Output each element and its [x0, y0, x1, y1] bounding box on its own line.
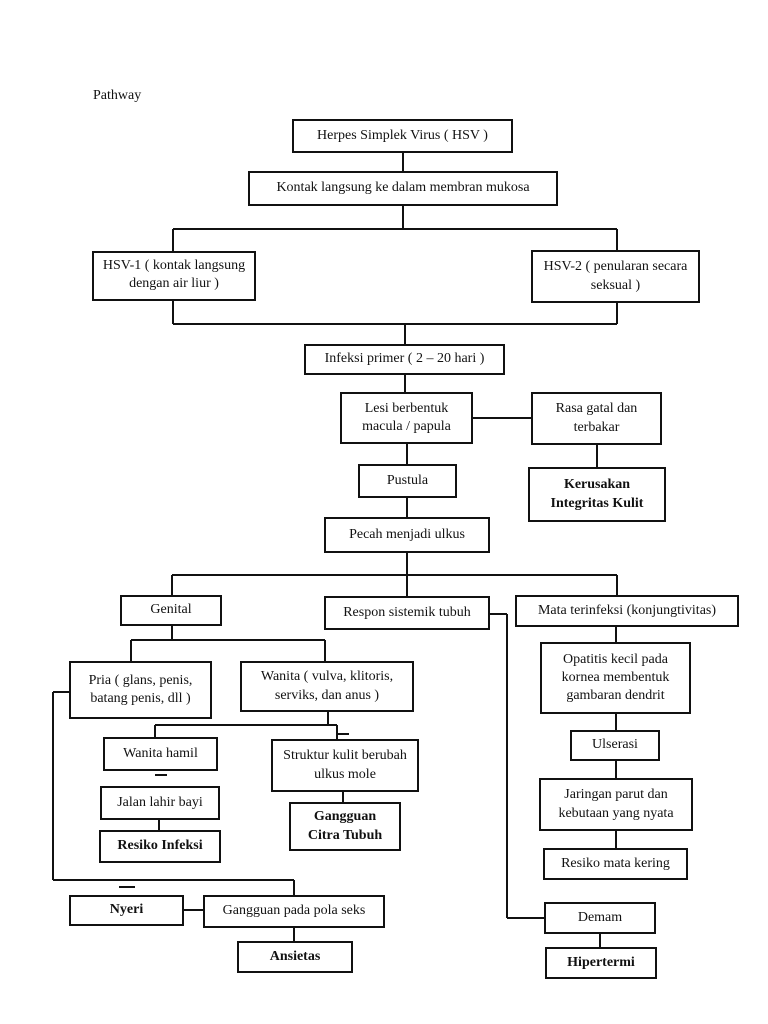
node-demam: Demam: [544, 902, 656, 934]
node-hsv-1: HSV-1 ( kontak langsung dengan air liur …: [92, 251, 256, 301]
node-lesi: Lesi berbentuk macula / papula: [340, 392, 473, 444]
node-infeksi-primer: Infeksi primer ( 2 – 20 hari ): [304, 344, 505, 375]
node-resiko-mata-kering: Resiko mata kering: [543, 848, 688, 880]
node-kontak-langsung: Kontak langsung ke dalam membran mukosa: [248, 171, 558, 206]
page-title: Pathway: [93, 88, 142, 103]
node-genital: Genital: [120, 595, 222, 626]
node-gangguan-pola-seks: Gangguan pada pola seks: [203, 895, 385, 928]
node-pria: Pria ( glans, penis, batang penis, dll ): [69, 661, 212, 719]
node-respon-sistemik: Respon sistemik tubuh: [324, 596, 490, 630]
node-hsv-2: HSV-2 ( penularan secara seksual ): [531, 250, 700, 303]
node-pecah-ulkus: Pecah menjadi ulkus: [324, 517, 490, 553]
node-ulserasi: Ulserasi: [570, 730, 660, 761]
node-hipertermi: Hipertermi: [545, 947, 657, 979]
node-wanita-hamil: Wanita hamil: [103, 737, 218, 771]
node-gangguan-citra-tubuh: Gangguan Citra Tubuh: [289, 802, 401, 851]
node-ansietas: Ansietas: [237, 941, 353, 973]
node-hsv: Herpes Simplek Virus ( HSV ): [292, 119, 513, 153]
node-jalan-lahir: Jalan lahir bayi: [100, 786, 220, 820]
node-mata-terinfeksi: Mata terinfeksi (konjungtivitas): [515, 595, 739, 627]
node-nyeri: Nyeri: [69, 895, 184, 926]
node-jaringan-parut: Jaringan parut dan kebutaan yang nyata: [539, 778, 693, 831]
node-wanita: Wanita ( vulva, klitoris, serviks, dan a…: [240, 661, 414, 712]
node-opatitis: Opatitis kecil pada kornea membentuk gam…: [540, 642, 691, 714]
node-kerusakan-integritas-kulit: Kerusakan Integritas Kulit: [528, 467, 666, 522]
node-struktur-kulit: Struktur kulit berubah ulkus mole: [271, 739, 419, 792]
node-resiko-infeksi: Resiko Infeksi: [99, 830, 221, 863]
node-rasa-gatal: Rasa gatal dan terbakar: [531, 392, 662, 445]
node-pustula: Pustula: [358, 464, 457, 498]
